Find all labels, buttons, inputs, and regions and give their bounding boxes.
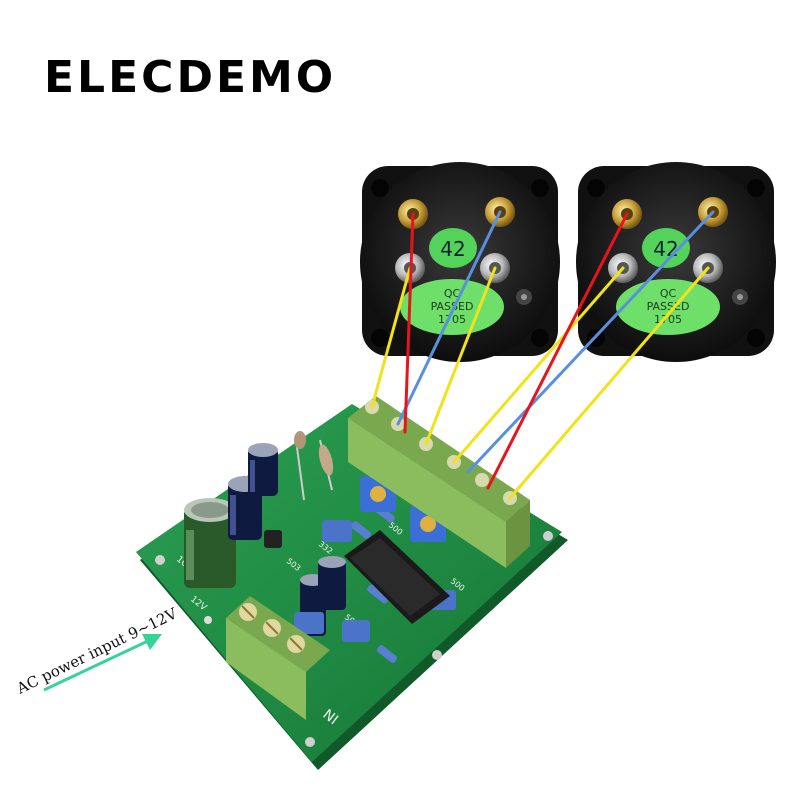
resistor-icon (294, 431, 397, 663)
meter-badge (429, 228, 477, 268)
qc-sticker (616, 279, 720, 335)
wire-yellow (508, 266, 710, 500)
film-capacitor-icon (342, 620, 370, 642)
film-capacitor-icon (294, 612, 324, 634)
svg-text:QC: QC (660, 287, 677, 300)
capacitor-icon (318, 556, 346, 610)
wiring (370, 210, 715, 500)
brand-logo: ELECDEMO (44, 52, 337, 103)
wire-blue (396, 210, 502, 426)
vu-meter-right: 42 QC PASSED 1705 (576, 162, 776, 362)
transistor-icon (264, 530, 282, 548)
output-terminal-block (348, 396, 530, 568)
arrow-head-icon (142, 634, 162, 650)
qc-sticker (400, 279, 504, 335)
wire-yellow (424, 266, 497, 446)
vu-meter-left: 42 QC PASSED 1705 (360, 162, 560, 362)
wire-yellow (370, 266, 412, 409)
svg-text:PASSED: PASSED (647, 300, 690, 313)
svg-text:PASSED: PASSED (431, 300, 474, 313)
meter-badge-text: 42 (440, 237, 465, 261)
capacitor-icon (248, 443, 278, 496)
wire-red (403, 212, 415, 434)
meter-badge (642, 228, 690, 268)
wire-blue (466, 210, 715, 474)
film-capacitor-icon (322, 520, 352, 542)
svg-text:1705: 1705 (438, 313, 466, 326)
wire-red (486, 212, 629, 490)
pcb-board: NI 100 12V 500 503 332 50C 500 (136, 396, 568, 770)
meter-badge-text: 42 (653, 237, 678, 261)
capacitor-large-icon (184, 498, 236, 588)
power-input-terminal (226, 596, 330, 720)
power-input-label: AC power input 9~12V (13, 604, 181, 698)
wire-yellow (452, 266, 625, 464)
arrow-line (43, 638, 151, 692)
svg-text:QC: QC (444, 287, 461, 300)
power-annotation: AC power input 9~12V (13, 604, 181, 698)
